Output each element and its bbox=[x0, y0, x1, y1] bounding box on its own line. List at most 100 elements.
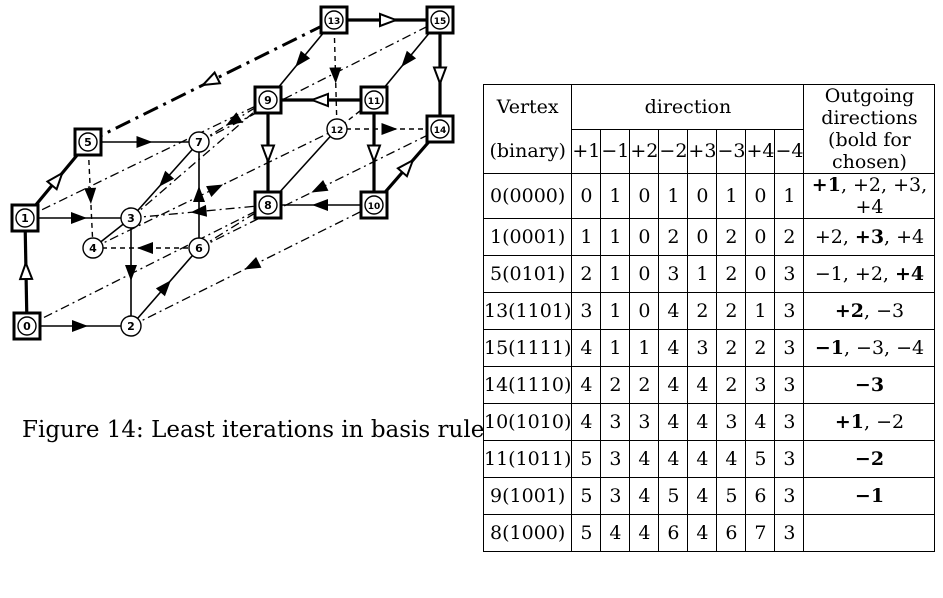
graph-node-1: 1 bbox=[10, 203, 40, 233]
arrowhead-icon bbox=[137, 242, 153, 254]
graph-node-12: 12 bbox=[326, 118, 348, 140]
direction-value-cell: 2 bbox=[571, 255, 602, 293]
graph-edge bbox=[198, 204, 269, 249]
node-label: 10 bbox=[368, 202, 381, 212]
direction-value-cell: 1 bbox=[629, 329, 660, 367]
header-direction: direction bbox=[571, 84, 805, 130]
arrowhead-icon bbox=[244, 257, 262, 270]
outgoing-cell: −2 bbox=[803, 440, 936, 478]
graph-node-7: 7 bbox=[188, 131, 210, 153]
direction-value-cell: 0 bbox=[687, 173, 718, 219]
vertex-cell: 8(1000) bbox=[482, 514, 573, 552]
graph-node-2: 2 bbox=[120, 315, 142, 337]
arrowhead-icon bbox=[379, 12, 399, 28]
arrowhead-icon bbox=[72, 320, 88, 332]
graph-node-10: 10 bbox=[359, 190, 389, 220]
outgoing-cell: −1 bbox=[803, 477, 936, 515]
direction-value-cell: 4 bbox=[658, 440, 689, 478]
arrowhead-icon bbox=[206, 184, 224, 197]
arrowhead-icon bbox=[396, 158, 415, 178]
direction-value-cell: 4 bbox=[716, 440, 747, 478]
direction-value-cell: 4 bbox=[658, 292, 689, 330]
header-vertex-sub: (binary) bbox=[482, 129, 573, 174]
outgoing-cell: +2, −3 bbox=[803, 292, 936, 330]
figure-caption: Figure 14: Least iterations in basis rul… bbox=[22, 417, 485, 443]
header-dir: −3 bbox=[716, 129, 747, 174]
arrowhead-icon bbox=[158, 170, 175, 187]
node-label: 13 bbox=[328, 17, 341, 27]
arrowhead-icon bbox=[84, 187, 97, 204]
node-label: 15 bbox=[434, 17, 447, 27]
other-direction: , +2, +3, +4 bbox=[840, 174, 928, 218]
node-label: 8 bbox=[264, 199, 272, 212]
graph-node-0: 0 bbox=[12, 311, 42, 341]
direction-value-cell: 4 bbox=[629, 440, 660, 478]
direction-value-cell: 5 bbox=[658, 477, 689, 515]
direction-value-cell: 7 bbox=[745, 514, 776, 552]
direction-value-cell: 4 bbox=[687, 366, 718, 404]
header-dir: +1 bbox=[571, 129, 602, 174]
direction-value-cell: 0 bbox=[629, 173, 660, 219]
direction-value-cell: 3 bbox=[774, 403, 805, 441]
arrowhead-icon bbox=[260, 144, 276, 165]
direction-value-cell: 6 bbox=[658, 514, 689, 552]
graph-node-3: 3 bbox=[120, 207, 142, 229]
direction-value-cell: 4 bbox=[687, 514, 718, 552]
header-outgoing-sub: (bold for chosen) bbox=[803, 129, 936, 174]
direction-value-cell: 3 bbox=[716, 403, 747, 441]
other-direction: , −3 bbox=[864, 300, 905, 322]
arrowhead-icon bbox=[190, 204, 208, 217]
outgoing-cell: +2, +3, +4 bbox=[803, 218, 936, 256]
direction-value-cell: 3 bbox=[774, 514, 805, 552]
graph-node-13: 13 bbox=[319, 5, 349, 35]
graph-node-6: 6 bbox=[188, 237, 210, 259]
direction-value-cell: 2 bbox=[629, 366, 660, 404]
vertex-cell: 5(0101) bbox=[482, 255, 573, 293]
header-dir: −4 bbox=[774, 129, 805, 174]
direction-value-cell: 0 bbox=[571, 173, 602, 219]
direction-value-cell: 4 bbox=[658, 403, 689, 441]
direction-value-cell: 3 bbox=[774, 255, 805, 293]
direction-value-cell: 1 bbox=[600, 218, 631, 256]
direction-value-cell: 1 bbox=[745, 292, 776, 330]
node-label: 3 bbox=[127, 212, 135, 225]
outgoing-cell: −1, −3, −4 bbox=[803, 329, 936, 367]
graph-node-15: 15 bbox=[425, 5, 455, 35]
direction-value-cell: 2 bbox=[716, 366, 747, 404]
other-direction: +2, bbox=[814, 226, 855, 248]
arrowhead-icon bbox=[200, 70, 222, 87]
direction-value-cell: 3 bbox=[629, 403, 660, 441]
table-subheader-row: (binary) +1 −1 +2 −2 +3 −3 +4 −4 (bold f… bbox=[482, 129, 936, 174]
direction-value-cell: 0 bbox=[629, 218, 660, 256]
direction-value-cell: 1 bbox=[571, 218, 602, 256]
vertex-cell: 9(1001) bbox=[482, 477, 573, 515]
outgoing-cell: +1, −2 bbox=[803, 403, 936, 441]
chosen-direction: +1 bbox=[811, 174, 841, 196]
arrowhead-icon bbox=[312, 199, 328, 211]
direction-value-cell: 4 bbox=[629, 477, 660, 515]
graph-node-4: 4 bbox=[82, 237, 104, 259]
chosen-direction: +4 bbox=[895, 263, 925, 285]
vertex-cell: 13(1101) bbox=[482, 292, 573, 330]
chosen-direction: −1 bbox=[814, 337, 844, 359]
arrowhead-icon bbox=[311, 180, 329, 193]
outgoing-cell: −1, +2, +4 bbox=[803, 255, 936, 293]
outgoing-cell: +1, +2, +3, +4 bbox=[803, 173, 936, 219]
node-label: 2 bbox=[127, 320, 135, 333]
arrowhead-icon bbox=[45, 170, 65, 191]
direction-value-cell: 3 bbox=[774, 366, 805, 404]
direction-value-cell: 1 bbox=[600, 329, 631, 367]
node-label: 14 bbox=[434, 126, 447, 136]
direction-value-cell: 4 bbox=[745, 403, 776, 441]
direction-value-cell: 4 bbox=[571, 329, 602, 367]
direction-value-cell: 4 bbox=[687, 403, 718, 441]
direction-value-cell: 3 bbox=[687, 329, 718, 367]
direction-table: Vertex direction Outgoing directions (bi… bbox=[482, 84, 936, 552]
direction-value-cell: 3 bbox=[658, 255, 689, 293]
